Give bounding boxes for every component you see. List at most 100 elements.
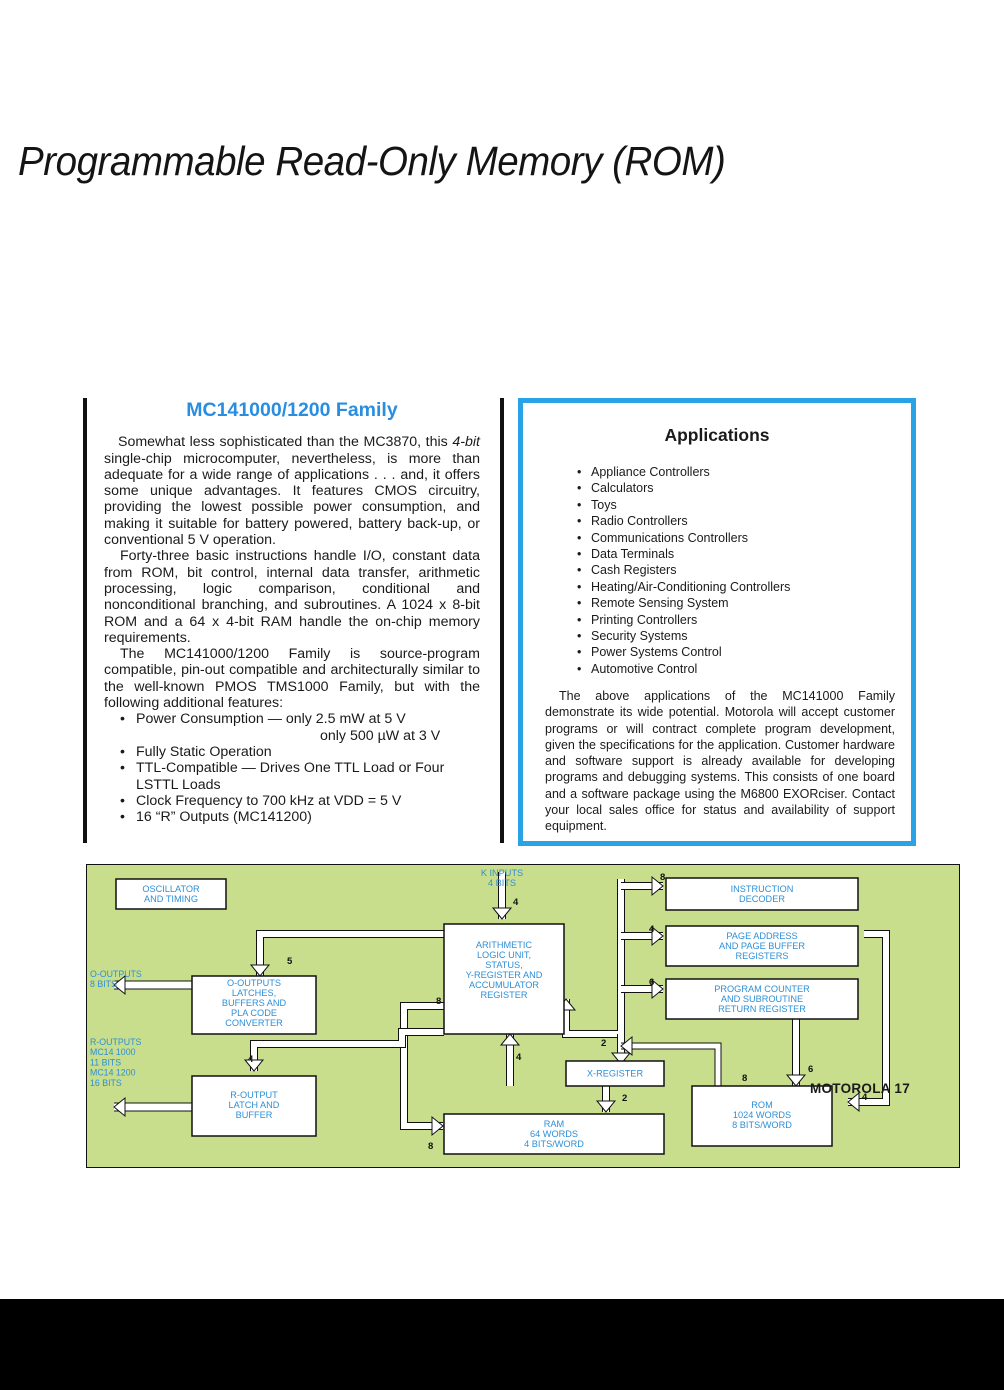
bus-width-label: 4: [513, 897, 519, 908]
page-address-block: [665, 925, 859, 967]
application-item: Appliance Controllers: [577, 464, 911, 481]
x-register-block: [565, 1060, 665, 1087]
r-outputs-label: 11 BITS: [90, 1057, 121, 1067]
alu-to-o-output-bus-head: [249, 964, 271, 977]
k-input-bus-head: [491, 907, 513, 920]
application-item: Data Terminals: [577, 546, 911, 563]
application-item: Remote Sensing System: [577, 595, 911, 612]
diagram-arrows: [113, 872, 890, 1137]
feature-item: TTL-Compatible — Drives One TTL Load or …: [118, 760, 480, 793]
r-output-bus-head: [243, 1059, 265, 1072]
instruction-decoder-block-label: DECODER: [739, 894, 785, 904]
feature-item: Power Consumption — only 2.5 mW at 5 Von…: [118, 711, 480, 744]
feature-list: Power Consumption — only 2.5 mW at 5 Von…: [104, 711, 480, 825]
application-item: Communications Controllers: [577, 530, 911, 547]
bus-width-label: 4: [516, 1052, 522, 1063]
page-to-rom-bus-head: [847, 1091, 860, 1113]
o-output-block-label: O-OUTPUTS: [227, 978, 281, 988]
ram-block-label: 4 BITS/WORD: [524, 1139, 584, 1149]
application-item: Heating/Air-Conditioning Controllers: [577, 579, 911, 596]
r-output-block-label: LATCH AND: [229, 1100, 280, 1110]
application-item: Cash Registers: [577, 562, 911, 579]
o-output-block-label: CONVERTER: [225, 1018, 283, 1028]
bus-width-label: 2: [601, 1038, 606, 1049]
bus-width-label: 8: [660, 872, 665, 883]
bus-to-page-head: [651, 925, 664, 947]
alu-block-label: REGISTER: [481, 990, 528, 1000]
oscillator-block-label: OSCILLATOR: [142, 884, 200, 894]
k-inputs-label: 4 BITS: [488, 878, 516, 888]
left-column-rule: [83, 398, 87, 843]
application-item: Toys: [577, 497, 911, 514]
applications-list: Appliance Controllers Calculators Toys R…: [523, 464, 911, 678]
r-output-bus: [251, 1029, 444, 1071]
application-item: Power Systems Control: [577, 644, 911, 661]
oscillator-block: [115, 878, 227, 910]
application-item: Printing Controllers: [577, 612, 911, 629]
r-output-block-label: R-OUTPUT: [230, 1090, 278, 1100]
feature-item: Fully Static Operation: [118, 744, 480, 761]
alu-block: [443, 923, 565, 1035]
page-address-block-label: REGISTERS: [735, 951, 788, 961]
applications-heading: Applications: [664, 425, 770, 445]
o-outputs-label: 8 BITS: [90, 979, 117, 989]
bus-width-label: 5: [287, 956, 293, 967]
application-item: Security Systems: [577, 628, 911, 645]
alu-block-label: STATUS,: [485, 960, 522, 970]
rom-block: [691, 1085, 833, 1147]
family-paragraph-3: The MC141000/1200 Family is source-progr…: [104, 646, 480, 712]
bus-width-label: 6: [808, 1064, 813, 1075]
program-counter-block: [665, 978, 859, 1020]
page-footer: MOTOROLA 17: [809, 1081, 910, 1096]
bus-width-label: 6: [649, 977, 654, 988]
feature-item: 16 “R” Outputs (MC141200): [118, 809, 480, 826]
bus-to-pc-head: [651, 978, 664, 1000]
application-item: Calculators: [577, 480, 911, 497]
page-address-block-label: PAGE ADDRESS: [726, 931, 797, 941]
ram-block-label: RAM: [544, 1119, 564, 1129]
alu-block-label: LOGIC UNIT,: [477, 950, 531, 960]
application-item: Automotive Control: [577, 661, 911, 678]
bus-width-label: 4: [862, 1092, 868, 1103]
rom-block-label: 1024 WORDS: [733, 1110, 791, 1120]
applications-box: Applications Appliance Controllers Calcu…: [518, 398, 916, 846]
r-outputs-label: MC14 1000: [90, 1047, 136, 1057]
r-output-external-bus-head: [113, 1096, 126, 1118]
center-column-rule: [500, 398, 504, 843]
program-counter-block-label: RETURN REGISTER: [718, 1004, 806, 1014]
alu-to-ram-bus-head: [431, 1115, 444, 1137]
x-register-block-label: X-REGISTER: [587, 1069, 644, 1079]
feature-item: Clock Frequency to 700 kHz at VDD = 5 V: [118, 793, 480, 810]
alu-block-label: Y-REGISTER AND: [466, 970, 543, 980]
family-paragraph-2: Forty-three basic instructions handle I/…: [104, 548, 480, 646]
page-address-block-label: AND PAGE BUFFER: [719, 941, 805, 951]
rom-to-bus: [621, 1043, 721, 1086]
r-outputs-label: 16 BITS: [90, 1078, 122, 1088]
footer-band: [0, 1299, 1004, 1390]
alu-block-label: ARITHMETIC: [476, 940, 533, 950]
program-counter-block-label: PROGRAM COUNTER: [714, 984, 810, 994]
ram-block: [443, 1113, 665, 1155]
o-output-block-label: LATCHES,: [232, 988, 276, 998]
rom-to-bus-head: [620, 1035, 633, 1057]
ram-block-label: 64 WORDS: [530, 1129, 578, 1139]
o-output-block-label: PLA CODE: [231, 1008, 277, 1018]
application-item: Radio Controllers: [577, 513, 911, 530]
alu-block-label: ACCUMULATOR: [469, 980, 539, 990]
bus-width-label: 4: [248, 1054, 254, 1065]
o-outputs-label: O-OUTPUTS: [90, 969, 142, 979]
bus-to-xreg-head: [610, 1052, 632, 1065]
pc-to-rom-head: [785, 1074, 807, 1087]
ram-to-alu-bus-head: [499, 1033, 521, 1046]
bus-width-label: 8: [428, 1141, 433, 1152]
alu-to-o-output-bus: [257, 931, 444, 976]
page-title: Programmable Read-Only Memory (ROM): [18, 138, 726, 184]
o-output-block: [191, 975, 317, 1035]
o-output-block-label: BUFFERS AND: [222, 998, 287, 1008]
bus-width-label: 8: [742, 1073, 747, 1084]
page-to-rom-bus: [848, 931, 889, 1105]
xreg-to-ram-head: [595, 1100, 617, 1113]
bus-width-label: 4: [649, 924, 655, 935]
